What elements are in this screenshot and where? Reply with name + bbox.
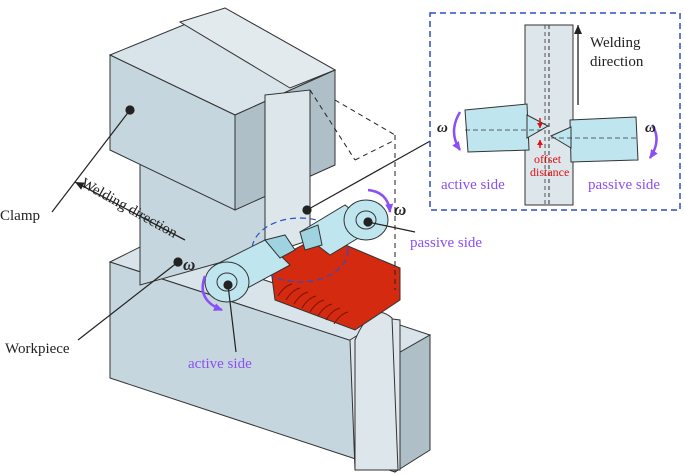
workpiece-label: Workpiece	[5, 341, 70, 357]
inset-omega-right: ω	[645, 120, 656, 136]
passive-side-label: passive side	[410, 235, 482, 251]
tool-path-circle	[251, 217, 349, 283]
clamp	[108, 7, 337, 286]
active-side-label: active side	[188, 356, 252, 372]
omega-right-label: ω	[394, 200, 406, 219]
inset-welding-direction-2: direction	[590, 54, 644, 70]
inset-offset-2: distance	[530, 165, 569, 179]
inset-offset-1: offset	[534, 152, 562, 166]
inset-passive-side: passive side	[588, 177, 660, 193]
inset-omega-left: ω	[437, 120, 448, 136]
inset-welding-direction-1: Welding	[590, 35, 641, 51]
workpiece-plate	[349, 312, 401, 471]
inset-active-side: active side	[441, 177, 505, 193]
leader-lines	[51, 105, 433, 353]
omega-left-label: ω	[183, 255, 195, 274]
rotation-arrow-active	[201, 275, 223, 312]
rotation-arrow-passive	[367, 188, 394, 213]
dashed-outline	[309, 89, 396, 290]
clamp-label: Clamp	[0, 208, 40, 224]
welding-direction-arrow	[74, 181, 186, 241]
passive-tool	[299, 199, 389, 256]
inset-panel	[429, 12, 681, 211]
